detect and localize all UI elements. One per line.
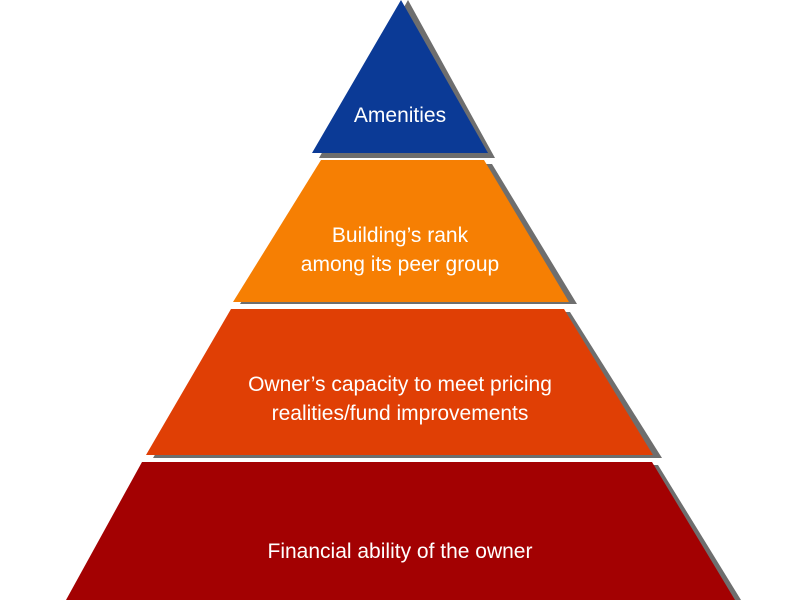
tier-amenities <box>312 0 488 153</box>
tier-financial-ability <box>66 462 735 600</box>
tier-label-financial-ability: Financial ability of the owner <box>0 537 800 566</box>
tier-label-line: among its peer group <box>300 253 500 276</box>
tier-owner-capacity <box>146 309 653 455</box>
tier-label-amenities: Amenities <box>0 101 800 130</box>
tier-label-line: Owner’s capacity to meet pricing <box>248 373 552 396</box>
tier-building-rank <box>233 160 569 302</box>
tier-label-line: Building’s rank <box>331 224 469 247</box>
tier-label-line: Amenities <box>353 104 447 127</box>
tier-label-line: Financial ability of the owner <box>267 540 533 563</box>
tier-label-line: realities/fund improvements <box>271 402 529 425</box>
tier-label-building-rank: Building’s rank among its peer group <box>0 221 800 279</box>
tier-label-owner-capacity: Owner’s capacity to meet pricing realiti… <box>0 370 800 428</box>
